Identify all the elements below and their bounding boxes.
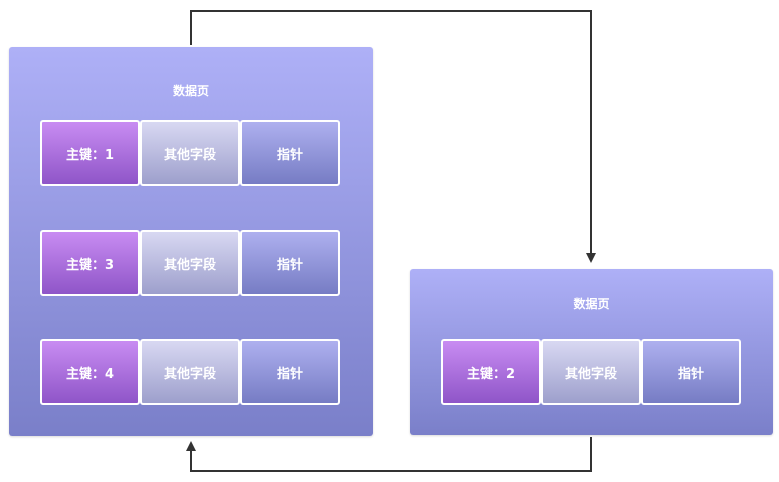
primary-key-cell: 主键：1 [40,120,140,186]
data-page-right: 数据页 主键：2 其他字段 指针 [410,269,773,435]
page-title: 数据页 [172,84,209,98]
primary-key-cell: 主键：2 [441,339,541,405]
pointer-cell: 指针 [240,339,340,405]
other-fields-cell: 其他字段 [541,339,641,405]
arrow-page2-to-page1 [186,437,592,472]
pointer-cell: 指针 [240,230,340,296]
page-title: 数据页 [573,297,610,311]
other-fields-cell: 其他字段 [140,120,240,186]
other-fields-cell: 其他字段 [140,230,240,296]
pointer-cell: 指针 [240,120,340,186]
arrow-page1-to-page2 [190,10,596,263]
data-page-left: 数据页 主键：1 其他字段 指针 主键：3 其他字段 指针 主键：4 其他字段 … [9,47,373,436]
other-fields-cell: 其他字段 [140,339,240,405]
primary-key-cell: 主键：4 [40,339,140,405]
primary-key-cell: 主键：3 [40,230,140,296]
pointer-cell: 指针 [641,339,741,405]
